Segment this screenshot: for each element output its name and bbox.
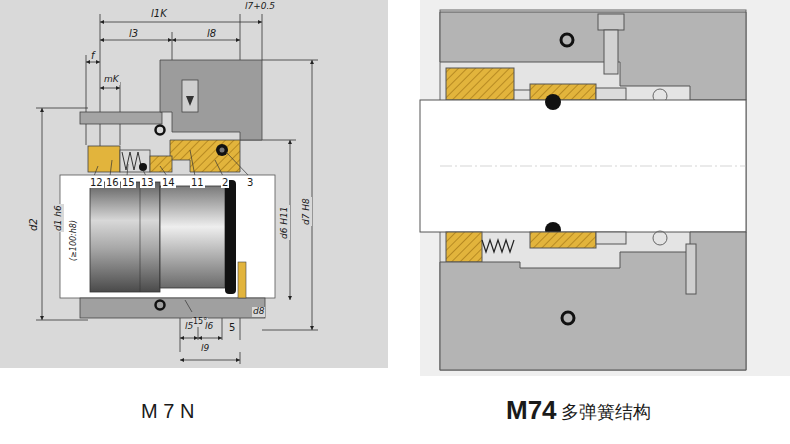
caption-text: 多弹簧结构: [560, 402, 652, 422]
callout-number: 3: [246, 177, 254, 188]
dimension-label: (≥100:h8): [70, 219, 79, 262]
dimension-label: d6 H11: [280, 205, 290, 240]
dimension-label: l8: [206, 28, 217, 39]
callout-number: 13: [140, 177, 155, 188]
dimension-label: d7 H8: [302, 197, 312, 226]
dimension-label: d2: [28, 217, 39, 232]
dimension-label: l6: [204, 322, 214, 332]
callout-number: 16: [105, 177, 120, 188]
dimension-label: l1K: [150, 8, 168, 19]
callout-number: 11: [190, 177, 205, 188]
callout-number: 15: [121, 177, 136, 188]
dimension-label: mK: [103, 75, 120, 85]
dimension-label: f: [90, 50, 96, 61]
callout-number: 14: [161, 177, 176, 188]
dimension-label: l7+0.5: [244, 2, 276, 12]
model-caption: M74: [505, 396, 558, 425]
dimension-label: l5: [184, 322, 194, 332]
dimension-label: d8: [252, 307, 265, 317]
dimension-label: 5: [228, 322, 236, 333]
dimension-label: l9: [200, 344, 210, 354]
dimension-label: d1 h6: [54, 204, 64, 232]
dimension-label: l3: [128, 28, 139, 39]
callout-number: 2: [221, 177, 229, 188]
callout-number: 12: [89, 177, 104, 188]
model-caption: M 7 N: [140, 400, 195, 422]
